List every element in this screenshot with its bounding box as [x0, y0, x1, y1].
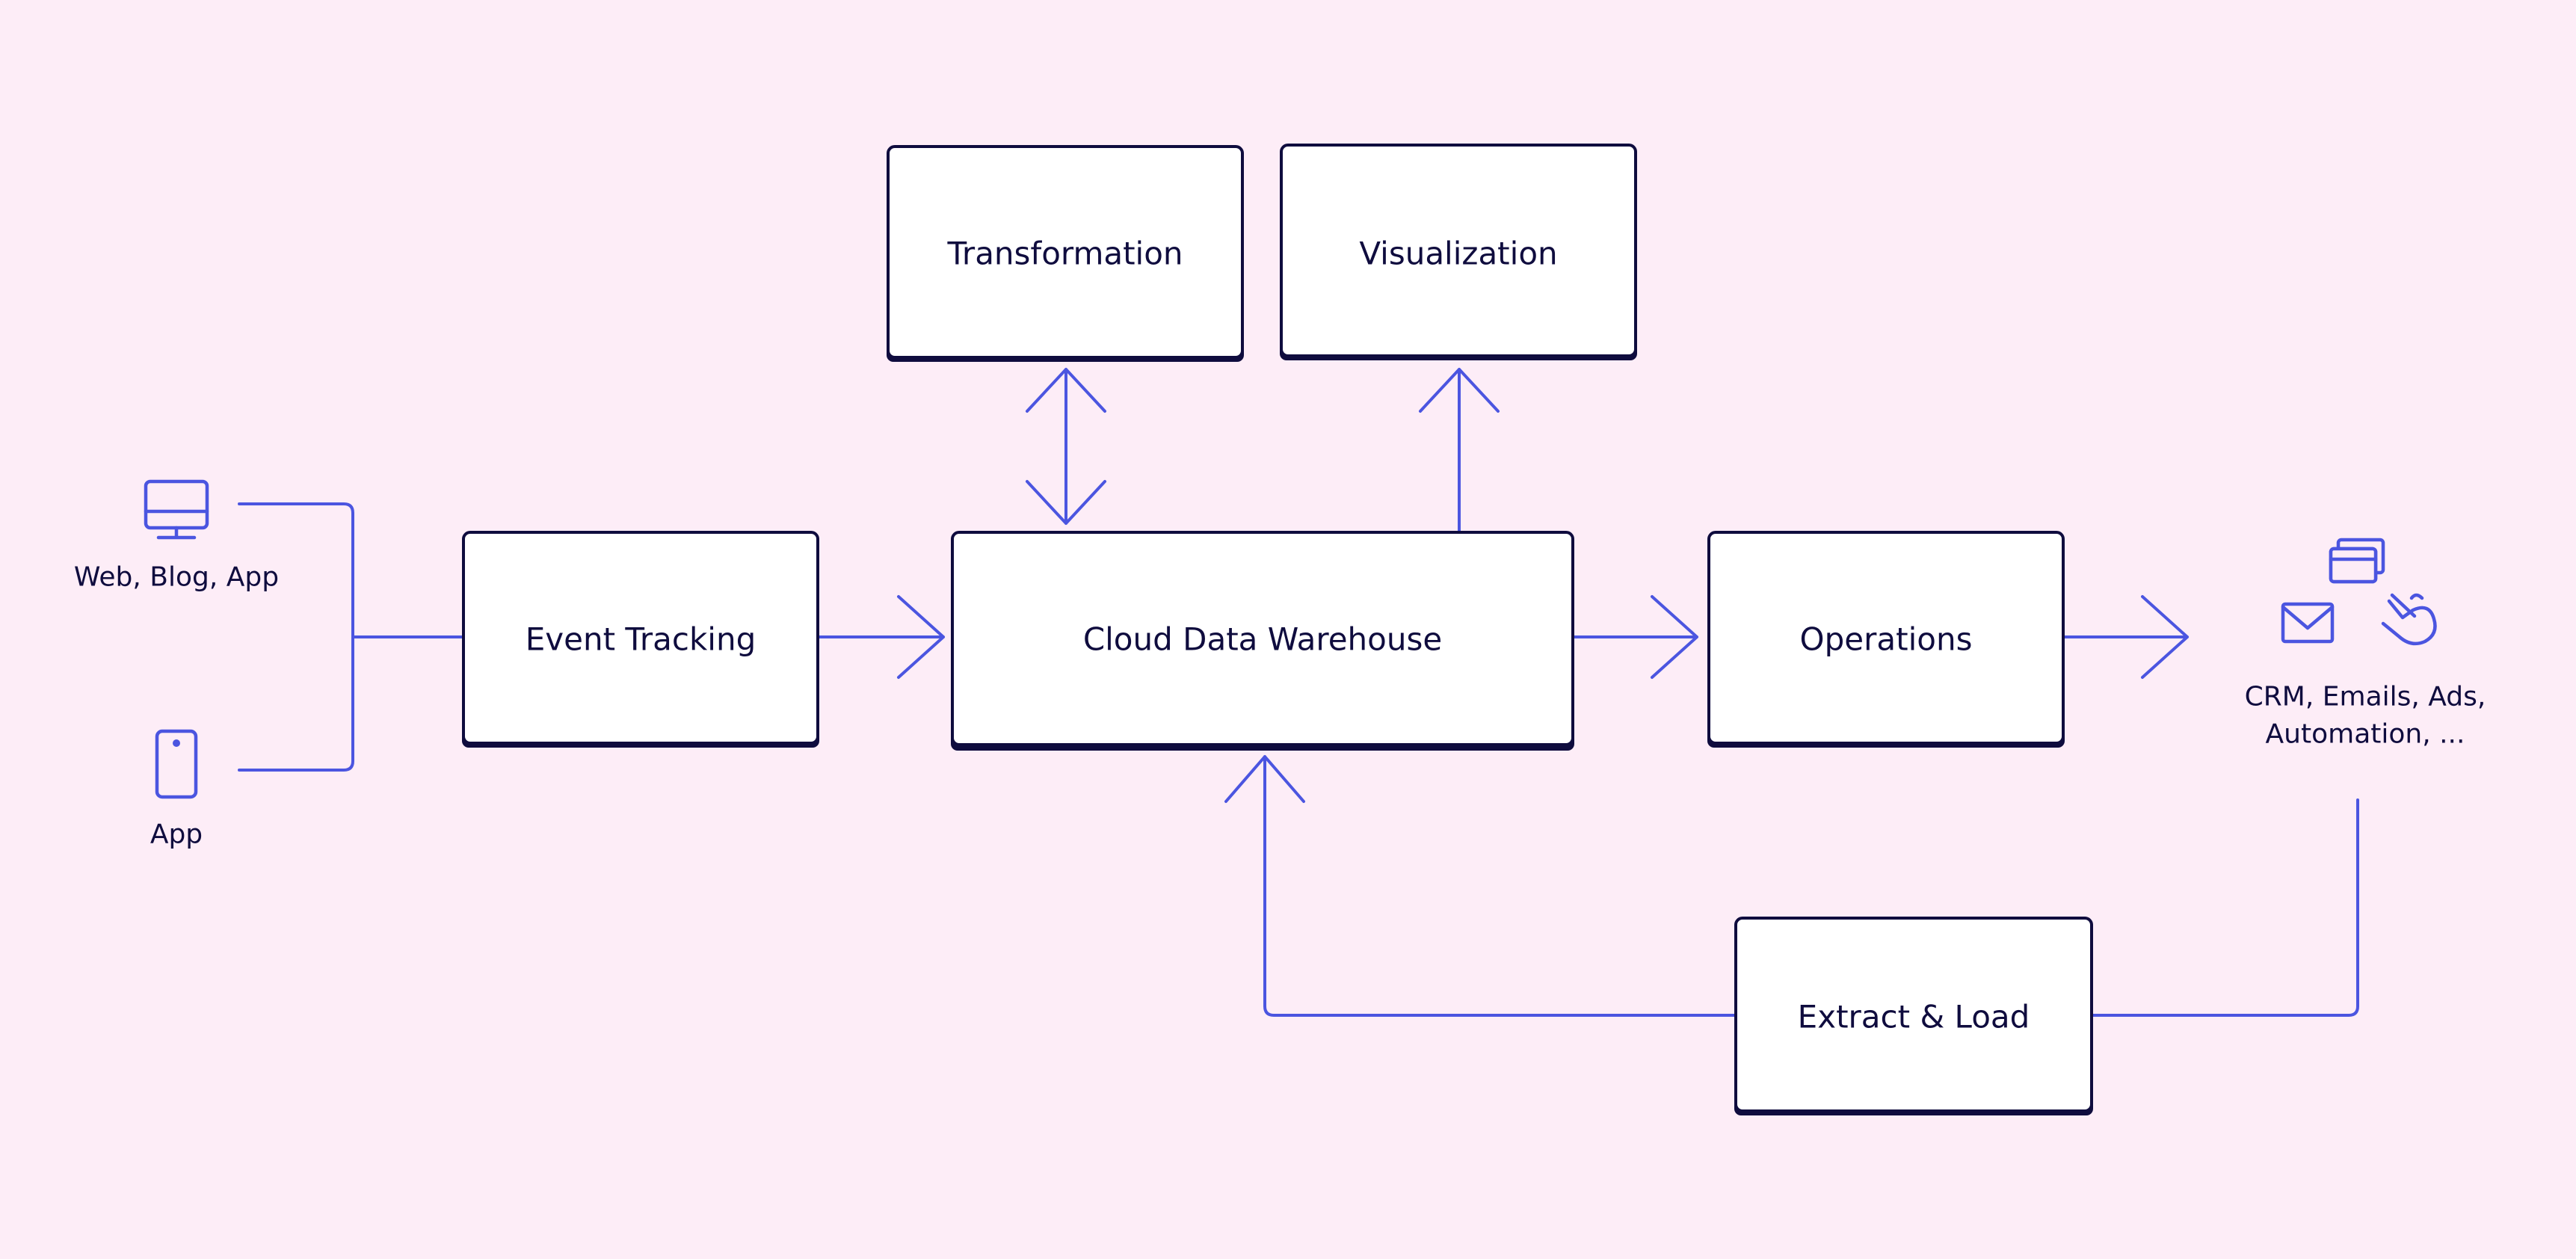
transformation-label: Transformation — [946, 236, 1183, 272]
destinations-label-line2: Automation, ... — [2266, 719, 2465, 750]
connectors — [238, 368, 2359, 1017]
event-tracking-label: Event Tracking — [526, 621, 757, 658]
connector-event-tracking-to-warehouse — [818, 595, 945, 679]
stacked-windows-icon — [2329, 538, 2385, 584]
cloud-data-warehouse-box: Cloud Data Warehouse — [951, 531, 1574, 751]
source-web: Web, Blog, App — [74, 479, 279, 593]
web-source-label: Web, Blog, App — [74, 562, 279, 593]
connector-warehouse-transformation — [1026, 368, 1106, 525]
hand-pointer-icon — [2381, 593, 2437, 646]
visualization-box: Visualization — [1280, 144, 1637, 360]
event-tracking-box: Event Tracking — [462, 531, 819, 748]
desktop-monitor-icon — [144, 479, 209, 540]
operations-box: Operations — [1707, 531, 2065, 748]
connector-extract-load-to-warehouse — [1224, 755, 1737, 1017]
connector-warehouse-to-visualization — [1419, 368, 1500, 532]
operations-label: Operations — [1800, 621, 1973, 658]
cloud-data-warehouse-label: Cloud Data Warehouse — [1083, 621, 1442, 658]
connector-warehouse-to-operations — [1571, 595, 1698, 679]
source-app: App — [150, 729, 203, 850]
smartphone-icon — [155, 729, 198, 799]
destinations-label-line1: CRM, Emails, Ads, — [2245, 682, 2486, 712]
extract-load-label: Extract & Load — [1798, 999, 2030, 1035]
transformation-box: Transformation — [887, 145, 1244, 362]
visualization-label: Visualization — [1359, 236, 1557, 272]
envelope-icon — [2281, 602, 2335, 644]
destinations: CRM, Emails, Ads, Automation, ... — [2245, 538, 2486, 750]
connector-web-to-bracket — [238, 502, 354, 772]
connector-operations-to-destinations — [2062, 595, 2189, 679]
connector-destinations-to-extract-load — [2090, 798, 2359, 1017]
extract-load-box: Extract & Load — [1734, 917, 2093, 1115]
app-source-label: App — [150, 819, 203, 850]
